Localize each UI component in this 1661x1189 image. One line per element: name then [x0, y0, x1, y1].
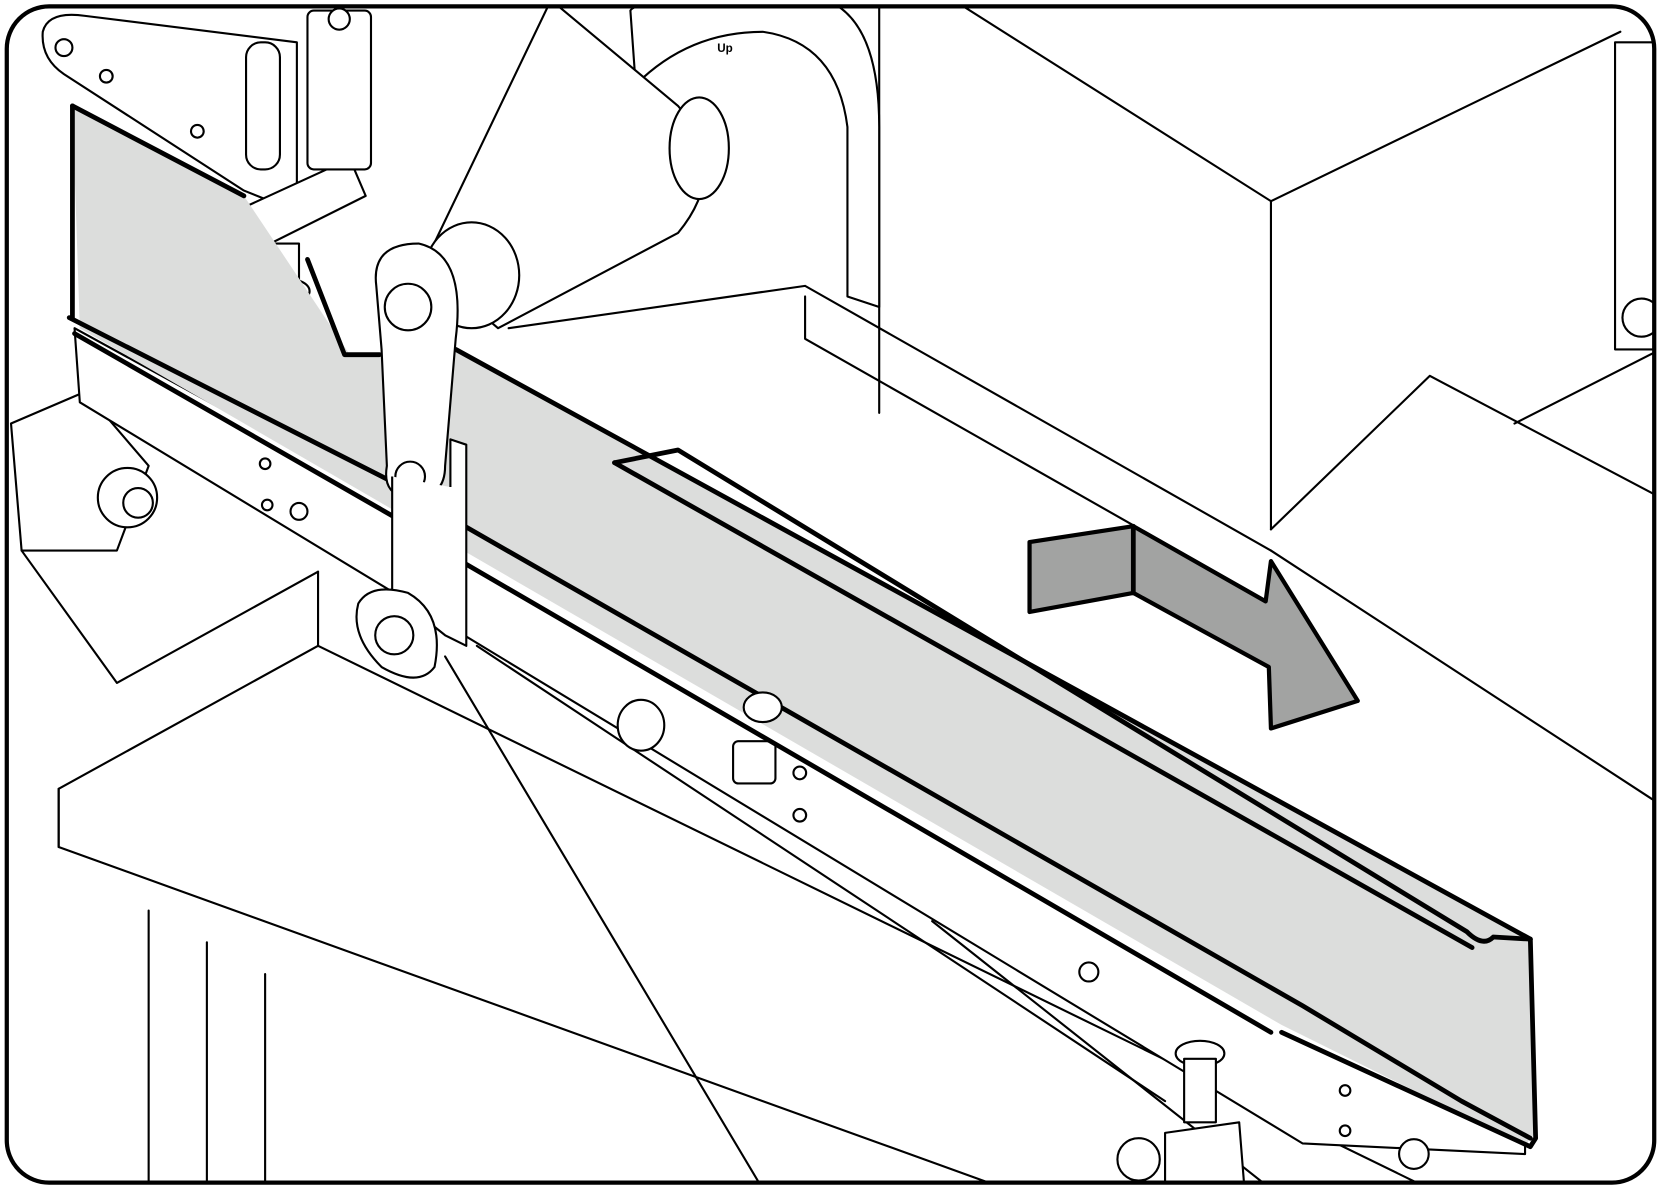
- direction-label: Up: [717, 42, 733, 55]
- screw: [1078, 961, 1100, 983]
- locking-lever: [244, 41, 281, 171]
- figure-frame: [4, 4, 1657, 1185]
- link-arm: [355, 242, 468, 679]
- knob: [355, 588, 438, 679]
- slide-direction-arrow: [1027, 523, 1360, 731]
- knob: [122, 487, 154, 519]
